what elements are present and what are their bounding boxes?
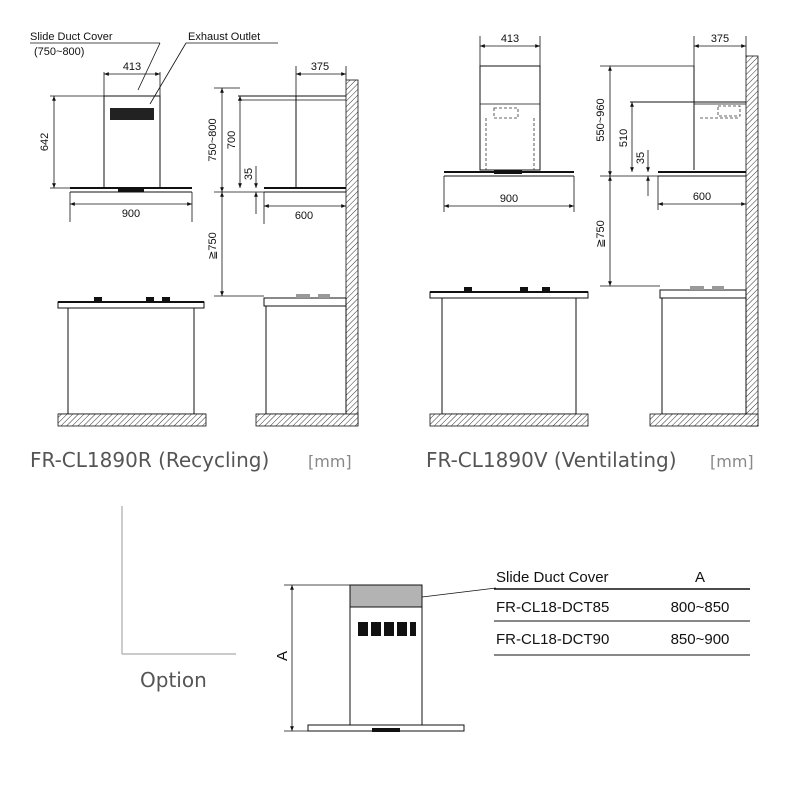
recycling-dim-ge750: ≧750 bbox=[207, 232, 219, 260]
ventilating-dim-510: 510 bbox=[618, 129, 630, 147]
ventilating-dim-413: 413 bbox=[501, 33, 519, 45]
option-label: Option bbox=[140, 668, 207, 692]
table-row-name: FR-CL18-DCT90 bbox=[496, 631, 609, 648]
option-dim-a: A bbox=[274, 651, 291, 661]
ventilating-dim-550-960: 550~960 bbox=[595, 98, 607, 141]
table-row: FR-CL18-DCT85 800~850 bbox=[496, 599, 729, 616]
ventilating-dim-600: 600 bbox=[693, 191, 711, 203]
recycling-front-burners bbox=[94, 297, 170, 301]
exhaust-outlet bbox=[110, 108, 154, 120]
table-header-name: Slide Duct Cover bbox=[496, 569, 609, 586]
recycling-callout-exhaust-outlet: Exhaust Outlet bbox=[188, 31, 260, 43]
ventilating-front-view: 413 900 bbox=[429, 33, 589, 427]
ventilating-dim-35: 35 bbox=[635, 152, 647, 164]
option-bracket bbox=[121, 506, 236, 655]
ventilating-unit: [mm] bbox=[710, 452, 754, 471]
recycling-dim-642: 642 bbox=[39, 133, 51, 151]
recycling-side-view: 375 750~800 700 35 600 ≧750 bbox=[207, 61, 359, 427]
recycling-dim-35: 35 bbox=[243, 168, 255, 180]
recycling-dim-900: 900 bbox=[122, 208, 140, 220]
recycling-unit: [mm] bbox=[308, 452, 352, 471]
recycling-callout-slide-range: (750~800) bbox=[34, 46, 84, 58]
option-exhaust-slots bbox=[358, 622, 416, 636]
ventilating-dim-375: 375 bbox=[711, 33, 729, 45]
slide-duct-cover-table: Slide Duct Cover A FR-CL18-DCT85 800~850… bbox=[494, 569, 750, 656]
recycling-dim-375: 375 bbox=[311, 61, 329, 73]
recycling-caption: FR-CL1890R (Recycling) bbox=[30, 448, 269, 472]
recycling-dim-700: 700 bbox=[226, 131, 238, 149]
recycling-dim-750-800: 750~800 bbox=[207, 118, 219, 161]
table-row-name: FR-CL18-DCT85 bbox=[496, 599, 609, 616]
slide-duct-cover bbox=[349, 584, 423, 608]
recycling-front-view: 413 642 900 Slide Duct Cover (750~800) E… bbox=[30, 31, 278, 427]
table-row-value: 850~900 bbox=[671, 631, 730, 648]
ventilating-dim-ge750: ≧750 bbox=[595, 220, 607, 248]
ventilating-side-burners bbox=[690, 286, 724, 290]
recycling-side-burners bbox=[296, 294, 330, 298]
ventilating-caption: FR-CL1890V (Ventilating) bbox=[426, 448, 677, 472]
recycling-dim-413: 413 bbox=[123, 61, 141, 73]
recycling-callout-slide-duct-cover: Slide Duct Cover bbox=[30, 31, 113, 43]
option-hood-diagram: A bbox=[274, 584, 497, 732]
table-header-value: A bbox=[695, 569, 705, 586]
ventilating-side-view: 375 550~960 510 35 600 ≧750 bbox=[595, 33, 759, 427]
ventilating-dim-900: 900 bbox=[500, 193, 518, 205]
table-row: FR-CL18-DCT90 850~900 bbox=[496, 631, 729, 648]
recycling-dim-600: 600 bbox=[295, 210, 313, 222]
table-row-value: 800~850 bbox=[671, 599, 730, 616]
ventilating-front-burners bbox=[464, 287, 550, 291]
